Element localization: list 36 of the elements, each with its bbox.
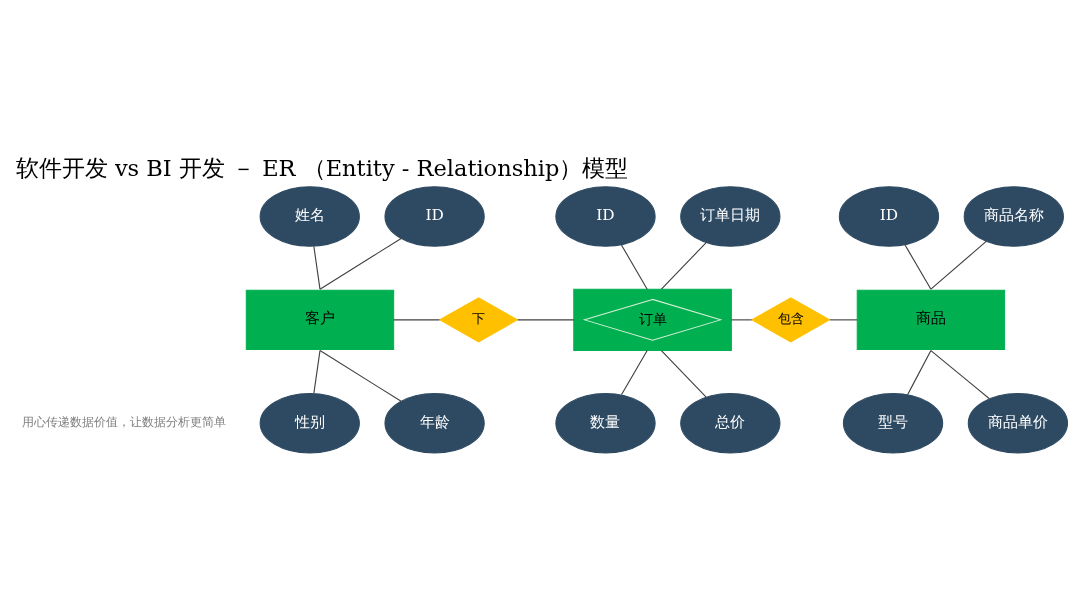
connector bbox=[660, 242, 707, 290]
connector bbox=[730, 319, 753, 321]
connector bbox=[517, 319, 575, 321]
connector bbox=[393, 319, 441, 321]
connector bbox=[313, 245, 321, 290]
node-ellipse: ID bbox=[384, 186, 485, 247]
connector bbox=[620, 350, 648, 396]
node-ellipse: 商品单价 bbox=[967, 393, 1069, 454]
node-ellipse: 数量 bbox=[555, 393, 656, 454]
connector bbox=[620, 244, 648, 290]
node-ellipse: ID bbox=[838, 186, 940, 247]
node-diamond: 下 bbox=[438, 297, 519, 343]
connector bbox=[930, 240, 987, 290]
connector bbox=[907, 350, 932, 396]
connector bbox=[319, 350, 402, 402]
connector bbox=[904, 244, 932, 290]
node-ellipse: 年龄 bbox=[384, 393, 485, 454]
connector bbox=[930, 350, 990, 400]
node-ellipse: 商品名称 bbox=[963, 186, 1064, 247]
connector bbox=[313, 350, 321, 395]
node-ellipse: 性别 bbox=[259, 393, 360, 454]
node-diamond: 订单 bbox=[582, 298, 723, 341]
connector bbox=[319, 237, 402, 290]
connector bbox=[660, 350, 707, 398]
node-diamond: 包含 bbox=[750, 297, 831, 343]
diagram-title: 软件开发 vs BI 开发 － ER （Entity - Relationship）模型 bbox=[15, 155, 629, 182]
cluster bbox=[573, 288, 732, 352]
node-ellipse: 型号 bbox=[842, 393, 944, 454]
node-box: 客户 bbox=[245, 289, 395, 351]
label: 用心传递数据价值，让数据分析更简单 bbox=[21, 415, 226, 430]
node-box: 商品 bbox=[856, 289, 1006, 351]
node-ellipse: 姓名 bbox=[259, 186, 360, 247]
node-ellipse: 总价 bbox=[680, 393, 781, 454]
node-ellipse: ID bbox=[555, 186, 656, 247]
node-ellipse: 订单日期 bbox=[680, 186, 781, 247]
connector bbox=[829, 319, 858, 321]
